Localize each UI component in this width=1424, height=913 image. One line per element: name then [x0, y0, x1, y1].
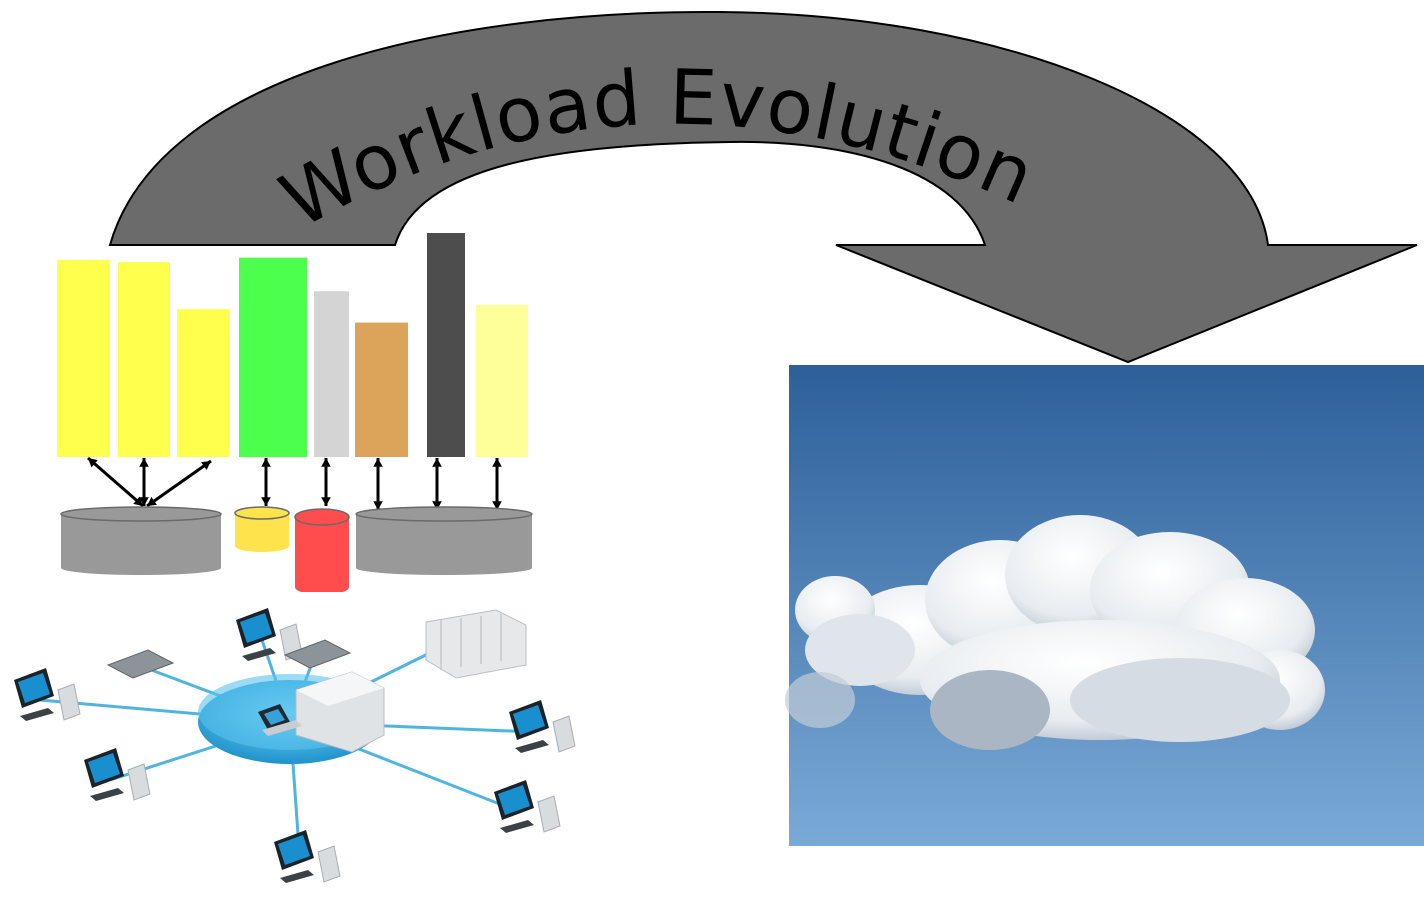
workload-bar: [476, 304, 528, 457]
desktop-computer-icon: [106, 649, 175, 679]
bidirectional-arrow-icon: [373, 458, 383, 510]
bidirectional-arrow-icon: [321, 458, 331, 506]
bidirectional-arrow-icon: [87, 456, 144, 508]
workload-bar: [355, 322, 408, 457]
workload-bar: [239, 257, 307, 457]
workload-bar: [118, 262, 170, 457]
laptop-icon: [14, 668, 81, 721]
tower-pc-icon: [274, 830, 341, 883]
bidirectional-arrow-icon: [139, 458, 149, 506]
database-cylinder: [60, 506, 222, 575]
server-rack-icon: [425, 609, 527, 679]
bidirectional-arrow-icon: [492, 458, 502, 510]
tower-pc-icon: [509, 700, 576, 753]
workload-bar: [57, 259, 110, 457]
bidirectional-arrow-icon: [432, 458, 442, 510]
connection-arrows: [87, 456, 502, 510]
network-image: [10, 592, 588, 912]
tower-pc-icon: [494, 780, 561, 833]
cloud-image: [785, 365, 1424, 846]
databases: [60, 506, 533, 595]
cloud-shape: [785, 515, 1325, 750]
database-cylinder: [355, 506, 533, 575]
desktop-computer-icon: [283, 639, 352, 669]
bidirectional-arrow-icon: [261, 458, 271, 506]
workload-bar: [177, 309, 229, 457]
laptop-icon: [258, 704, 302, 736]
workload-bars: [57, 233, 528, 457]
database-cylinder: [294, 508, 350, 595]
server-box-icon: [295, 671, 385, 753]
bidirectional-arrow-icon: [146, 459, 212, 508]
monitor-icon: [84, 748, 151, 801]
database-cylinder: [234, 506, 290, 552]
workload-bar: [314, 291, 349, 457]
curved-arrow-shape: [108, 10, 1418, 364]
workload-bar: [427, 233, 465, 457]
